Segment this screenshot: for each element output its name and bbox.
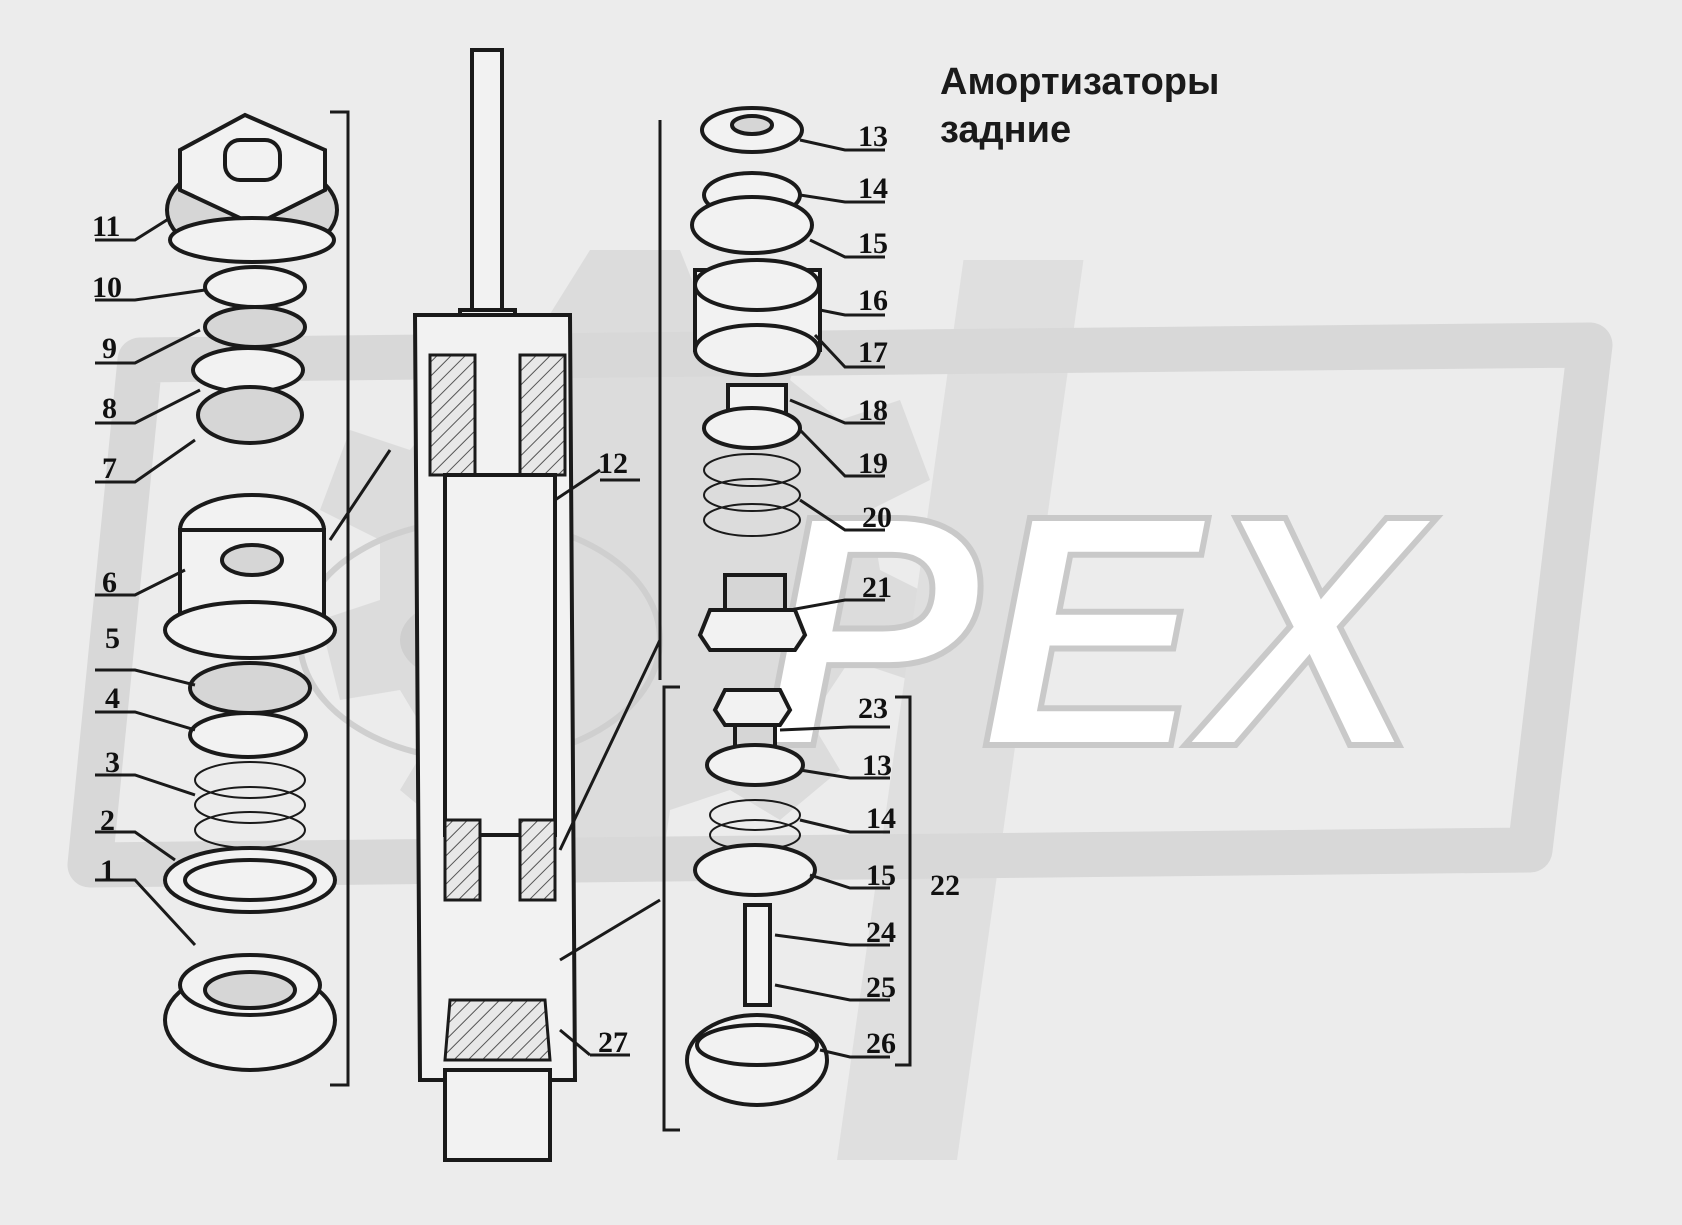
callout-12: 12 [598,447,628,480]
callout-2: 2 [100,804,115,837]
callout-17: 17 [858,336,888,369]
callout-26: 26 [866,1027,896,1060]
callout-22: 22 [930,869,960,902]
callout-8: 8 [102,392,117,425]
callout-27: 27 [598,1026,628,1059]
title-line-2: задние [940,109,1072,151]
callout-1: 1 [100,854,115,887]
callout-9: 9 [102,332,117,365]
bracket-lines [330,110,912,1132]
callout-13-upper: 13 [858,120,888,153]
callout-13-lower: 13 [862,749,892,782]
callout-16: 16 [858,284,888,317]
right-lower-stack [685,688,829,1107]
callout-20: 20 [862,501,892,534]
callout-21: 21 [862,571,892,604]
leader-lines [95,138,890,1059]
title-line-1: Амортизаторы [940,61,1220,103]
right-upper-stack [690,106,822,652]
callout-7: 7 [102,452,117,485]
callout-labels: 1 2 3 4 5 6 7 8 9 10 11 12 13 14 15 16 1… [92,120,960,1060]
callout-5: 5 [105,622,120,655]
shock-absorber-section [328,48,662,1162]
callout-23: 23 [858,692,888,725]
callout-25: 25 [866,971,896,1004]
callout-6: 6 [102,566,117,599]
left-part-stack [163,112,339,1072]
callout-3: 3 [105,746,120,779]
callout-14-upper: 14 [858,172,888,205]
callout-24: 24 [866,916,896,949]
callout-10: 10 [92,271,122,304]
callout-11: 11 [92,210,120,243]
callout-18: 18 [858,394,888,427]
diagram-title: Амортизаторы задние [940,58,1219,154]
logo-text: PEX [760,446,1437,815]
callout-19: 19 [858,447,888,480]
callout-14-lower: 14 [866,802,896,835]
callout-15-lower: 15 [866,859,896,892]
callout-15-upper: 15 [858,227,888,260]
callout-4: 4 [105,682,120,715]
